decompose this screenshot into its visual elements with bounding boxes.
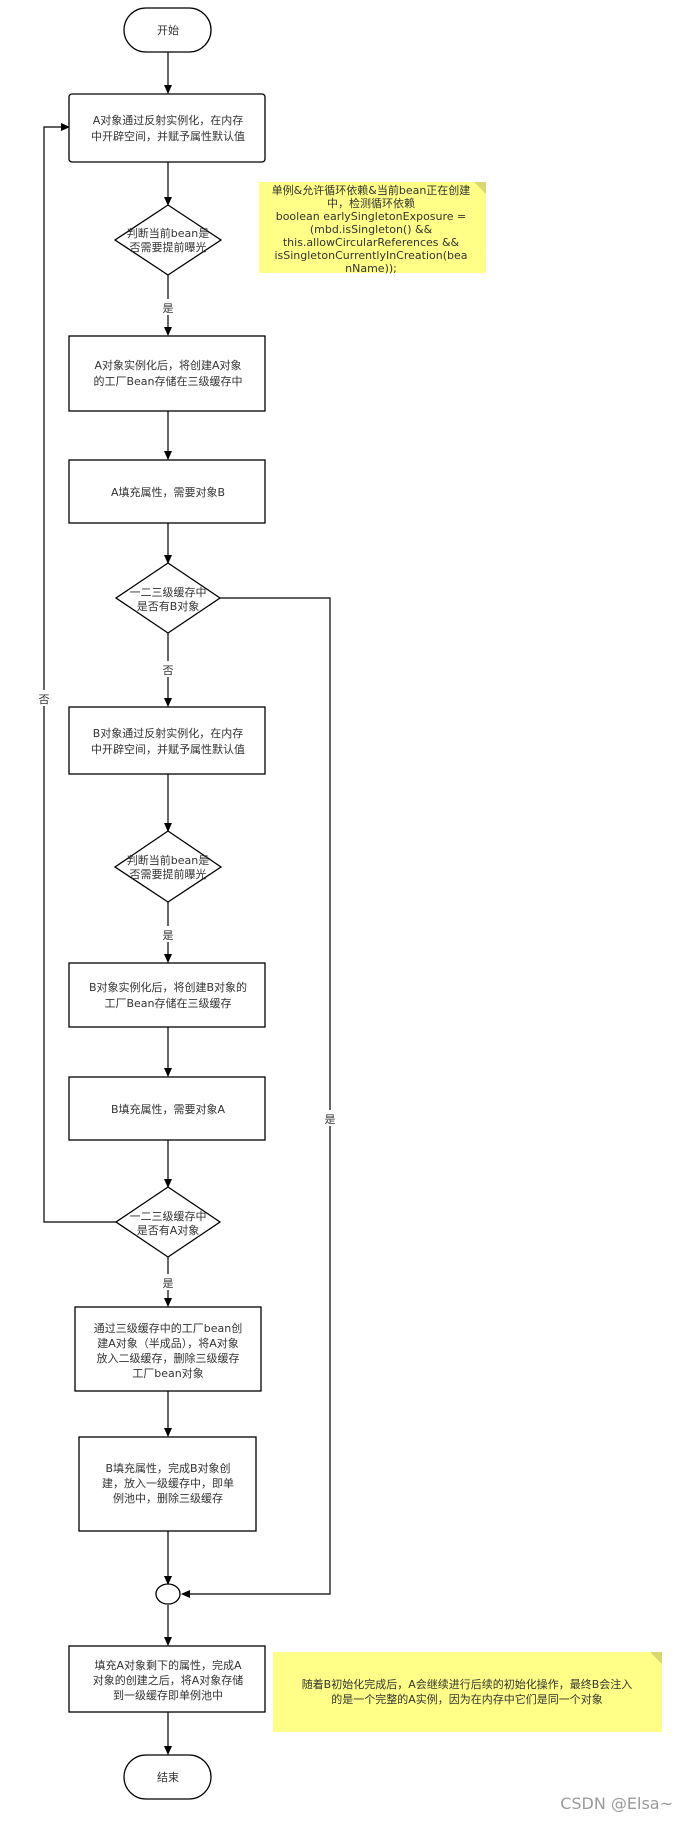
note-early-exposure-line-2: 中，检测循环依赖 bbox=[327, 196, 415, 210]
node-check-expose-b-line-1: 判断当前bean是 bbox=[127, 853, 209, 867]
node-end: 结束 bbox=[123, 1754, 212, 1800]
note-early-exposure-line-7: nName)); bbox=[345, 262, 397, 275]
edge-check-cache-b-yes-to-merge bbox=[181, 597, 331, 1598]
node-check-expose-a-line-1: 判断当前bean是 bbox=[127, 226, 209, 240]
node-a-create: A对象通过反射实例化，在内存 中开辟空间，并赋予属性默认值 bbox=[68, 93, 266, 163]
node-b-create-line-1: B对象通过反射实例化，在内存 bbox=[93, 726, 244, 740]
note-early-exposure: 单例&允许循环依赖&当前bean正在创建 中，检测循环依赖 boolean ea… bbox=[259, 182, 486, 275]
node-b-factory-line-2: 工厂Bean存储在三级缓存 bbox=[104, 996, 231, 1010]
note-early-exposure-line-3: boolean earlySingletonExposure = bbox=[276, 210, 467, 223]
node-a-factory-line-1: A对象实例化后，将创建A对象 bbox=[94, 358, 241, 372]
node-b-factory: B对象实例化后，将创建B对象的 工厂Bean存储在三级缓存 bbox=[68, 962, 266, 1028]
note-early-exposure-line-4: (mbd.isSingleton() && bbox=[310, 223, 433, 236]
node-merge bbox=[155, 1583, 181, 1605]
node-a-complete: 填充A对象剩下的属性，完成A 对象的创建之后，将A对象存储 到一级缓存即单例池中 bbox=[68, 1645, 266, 1713]
node-b-factory-line-1: B对象实例化后，将创建B对象的 bbox=[89, 980, 247, 994]
note-early-exposure-line-1: 单例&允许循环依赖&当前bean正在创建 bbox=[272, 183, 471, 197]
node-end-label: 结束 bbox=[157, 1771, 179, 1784]
edge-check-cache-a-loop-back bbox=[43, 123, 116, 1223]
note-early-exposure-line-6: isSingletonCurrentlyInCreation(bea bbox=[274, 249, 467, 262]
node-start-label: 开始 bbox=[157, 23, 179, 37]
node-start: 开始 bbox=[123, 7, 212, 53]
edge-label-yes-b-right: 是 bbox=[325, 1113, 336, 1126]
edge-label-no-loop: 否 bbox=[39, 693, 50, 706]
node-b-complete-line-3: 例池中，删除三级缓存 bbox=[113, 1491, 223, 1505]
node-b-complete: B填充属性，完成B对象创 建，放入一级缓存中，即单 例池中，删除三级缓存 bbox=[78, 1436, 257, 1532]
node-a-fill-label: A填充属性，需要对象B bbox=[111, 485, 225, 499]
node-create-half-a: 通过三级缓存中的工厂bean创 建A对象（半成品），将A对象 放入二级缓存，删除… bbox=[74, 1306, 262, 1392]
node-a-fill: A填充属性，需要对象B bbox=[68, 459, 266, 524]
note-final: 随着B初始化完成后，A会继续进行后续的初始化操作，最终B会注入 的是一个完整的A… bbox=[273, 1652, 662, 1732]
node-b-complete-line-2: 建，放入一级缓存中，即单 bbox=[102, 1476, 234, 1490]
note-final-line-2: 的是一个完整的A实例，因为在内存中它们是同一个对象 bbox=[331, 1692, 603, 1706]
node-check-cache-b-line-1: 一二三级缓存中 bbox=[130, 585, 207, 599]
edges bbox=[43, 52, 331, 1755]
node-create-half-a-line-1: 通过三级缓存中的工厂bean创 bbox=[94, 1321, 242, 1335]
node-check-expose-b: 判断当前bean是 否需要提前曝光 bbox=[113, 830, 223, 903]
node-b-create-line-2: 中开辟空间，并赋予属性默认值 bbox=[91, 742, 245, 756]
node-b-create: B对象通过反射实例化，在内存 中开辟空间，并赋予属性默认值 bbox=[68, 706, 266, 775]
node-a-complete-line-3: 到一级缓存即单例池中 bbox=[113, 1688, 223, 1702]
node-a-create-line-1: A对象通过反射实例化，在内存 bbox=[93, 113, 244, 127]
node-b-complete-line-1: B填充属性，完成B对象创 bbox=[105, 1461, 230, 1475]
node-check-expose-a: 判断当前bean是 否需要提前曝光 bbox=[113, 204, 223, 276]
node-check-expose-b-line-2: 否需要提前曝光 bbox=[130, 867, 207, 881]
watermark: CSDN @Elsa~ bbox=[560, 1794, 673, 1813]
edge-labels: 是 否 是 是 否 是 bbox=[36, 299, 338, 1290]
node-create-half-a-line-4: 工厂bean对象 bbox=[132, 1366, 203, 1380]
node-check-expose-a-line-2: 否需要提前曝光 bbox=[130, 240, 207, 254]
edge-label-yes-2: 是 bbox=[163, 929, 174, 942]
node-check-cache-b: 一二三级缓存中 是否有B对象 bbox=[114, 562, 222, 634]
edge-label-yes-1: 是 bbox=[163, 302, 174, 315]
node-create-half-a-line-3: 放入二级缓存，删除三级缓存 bbox=[97, 1351, 240, 1365]
node-b-fill: B填充属性，需要对象A bbox=[68, 1076, 266, 1141]
node-check-cache-a-line-1: 一二三级缓存中 bbox=[130, 1209, 207, 1223]
node-a-factory: A对象实例化后，将创建A对象 的工厂Bean存储在三级缓存中 bbox=[68, 335, 266, 412]
node-check-cache-a: 一二三级缓存中 是否有A对象 bbox=[114, 1186, 222, 1258]
node-a-complete-line-1: 填充A对象剩下的属性，完成A bbox=[94, 1658, 242, 1672]
node-check-cache-b-line-2: 是否有B对象 bbox=[137, 599, 200, 613]
node-create-half-a-line-2: 建A对象（半成品），将A对象 bbox=[97, 1336, 239, 1350]
node-a-create-line-2: 中开辟空间，并赋予属性默认值 bbox=[91, 129, 245, 143]
node-a-complete-line-2: 对象的创建之后，将A对象存储 bbox=[93, 1673, 244, 1687]
edge-label-no-b: 否 bbox=[163, 664, 174, 677]
edge-label-yes-a: 是 bbox=[163, 1277, 174, 1290]
note-early-exposure-line-5: this.allowCircularReferences && bbox=[283, 236, 460, 249]
node-b-fill-label: B填充属性，需要对象A bbox=[111, 1102, 226, 1116]
note-final-line-1: 随着B初始化完成后，A会继续进行后续的初始化操作，最终B会注入 bbox=[302, 1677, 633, 1691]
node-check-cache-a-line-2: 是否有A对象 bbox=[137, 1223, 200, 1237]
node-a-factory-line-2: 的工厂Bean存储在三级缓存中 bbox=[93, 374, 242, 388]
